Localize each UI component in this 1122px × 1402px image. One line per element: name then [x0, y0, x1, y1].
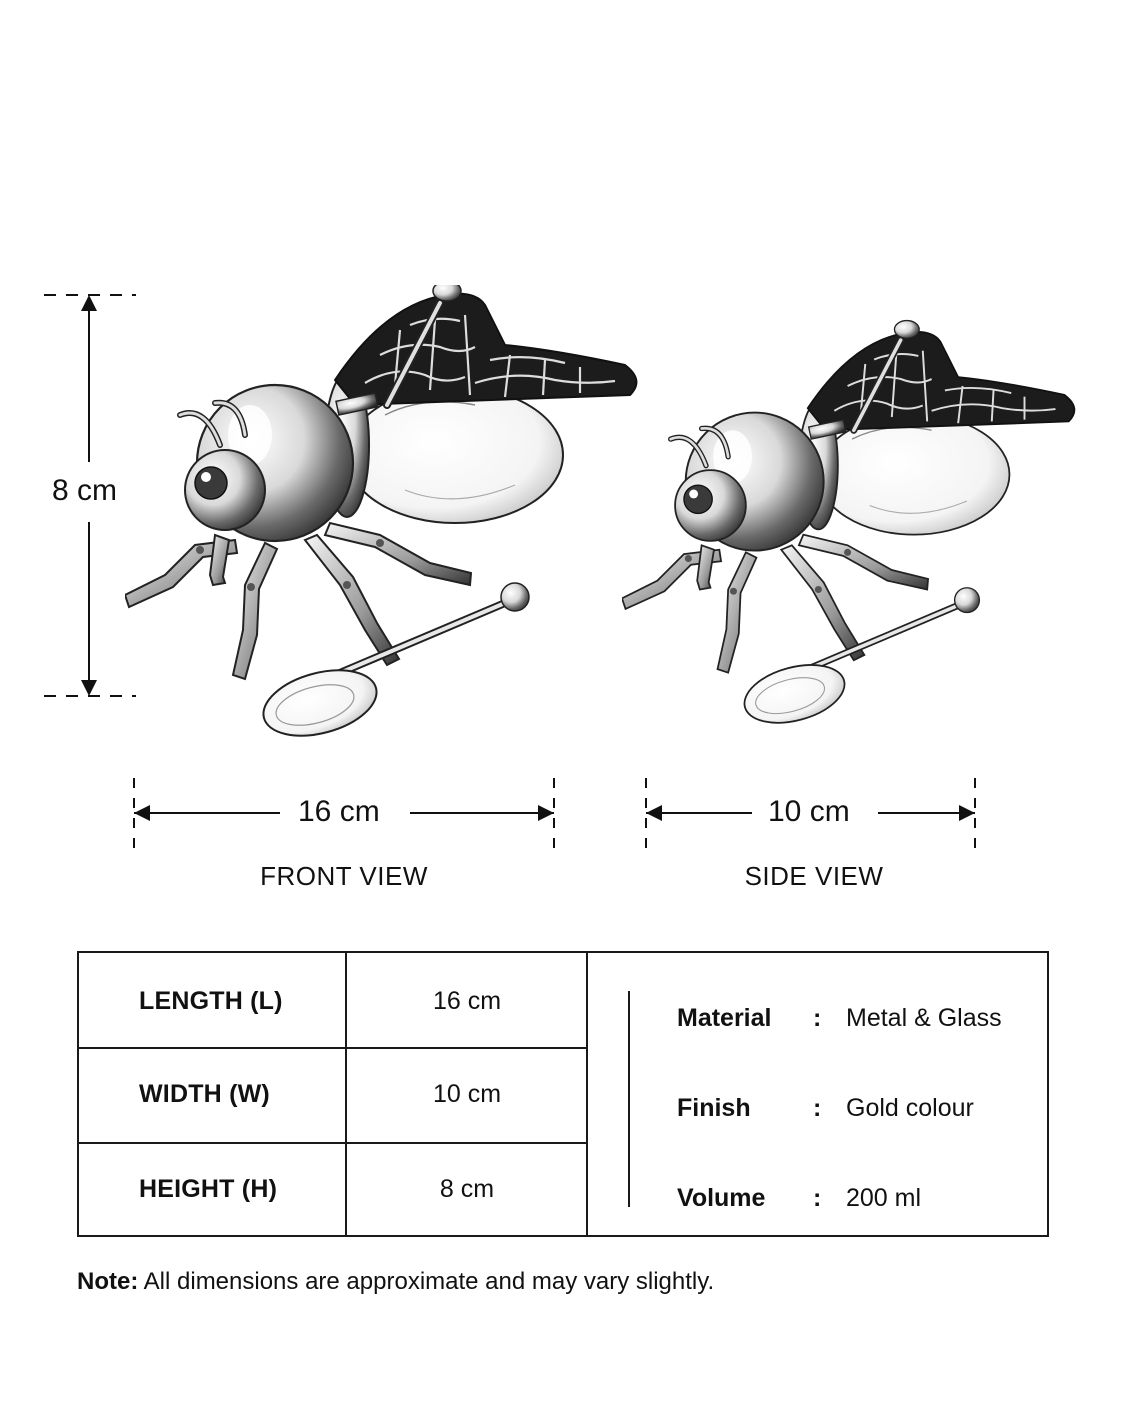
note-label: Note: — [77, 1268, 139, 1295]
height-dimension-label: 8 cm — [46, 476, 124, 506]
dimension-note: Note: All dimensions are approximate and… — [77, 1268, 714, 1296]
table-row-divider — [79, 1047, 587, 1049]
material-separator: : — [813, 1004, 822, 1032]
material-value: Metal & Glass — [846, 1004, 1002, 1032]
table-column-divider — [345, 953, 347, 1235]
length-value: 16 cm — [432, 987, 502, 1015]
front-width-dimension-label: 16 cm — [292, 797, 386, 827]
finish-separator: : — [813, 1094, 822, 1122]
volume-key: Volume — [677, 1184, 766, 1212]
side-arrow-left — [646, 805, 662, 821]
height-arrow-up — [81, 295, 97, 311]
width-value: 10 cm — [432, 1080, 502, 1108]
specification-table: LENGTH (L) 16 cm WIDTH (W) 10 cm HEIGHT … — [77, 951, 1049, 1237]
width-label: WIDTH (W) — [139, 1080, 270, 1108]
front-view-illustration — [125, 285, 645, 755]
finish-value: Gold colour — [846, 1094, 974, 1122]
length-label: LENGTH (L) — [139, 987, 283, 1015]
specs-divider — [628, 991, 630, 1207]
height-arrow-down — [81, 680, 97, 696]
side-arrow-right — [959, 805, 975, 821]
table-row-divider — [79, 1142, 587, 1144]
volume-separator: : — [813, 1184, 822, 1212]
side-view-label: SIDE VIEW — [744, 861, 884, 891]
side-view-illustration — [622, 312, 1082, 752]
dimension-lines — [44, 294, 976, 848]
front-arrow-left — [134, 805, 150, 821]
height-value: 8 cm — [439, 1175, 495, 1203]
height-label: HEIGHT (H) — [139, 1175, 278, 1203]
front-arrow-right — [538, 805, 554, 821]
front-view-label: FRONT VIEW — [260, 861, 428, 891]
finish-key: Finish — [677, 1094, 751, 1122]
table-section-divider — [586, 953, 588, 1235]
volume-value: 200 ml — [846, 1184, 922, 1212]
material-key: Material — [677, 1004, 772, 1032]
side-width-dimension-label: 10 cm — [762, 797, 856, 827]
note-text: All dimensions are approximate and may v… — [143, 1268, 715, 1295]
